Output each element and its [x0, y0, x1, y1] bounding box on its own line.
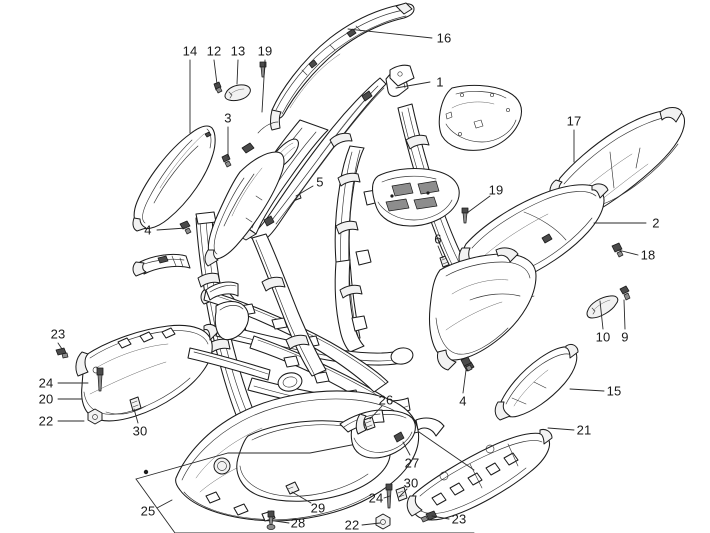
callout-number-20: 20: [38, 391, 54, 407]
leader-line-18: [617, 249, 639, 256]
part-24a-stud: [96, 367, 104, 392]
callout-number-23: 23: [451, 511, 467, 527]
callout-number-23: 23: [50, 326, 66, 342]
leader-line-25: [156, 499, 173, 509]
leader-line-10: [599, 300, 604, 330]
callout-number-29: 29: [310, 500, 326, 516]
callout-number-13: 13: [230, 43, 246, 59]
leader-line-27: [402, 441, 411, 456]
callout-number-30: 30: [132, 423, 148, 439]
leader-lines: [57, 28, 647, 526]
leader-line-24: [383, 495, 391, 499]
part-9-screw: [619, 285, 631, 301]
callout-number-27: 27: [404, 455, 420, 471]
part-18-screw: [611, 242, 624, 258]
leader-line-19: [261, 59, 266, 113]
callout-number-17: 17: [566, 113, 582, 129]
leader-line-30: [133, 408, 139, 424]
part-30a-clip: [129, 396, 142, 412]
callout-number-5: 5: [316, 174, 324, 190]
leader-line-12: [213, 59, 218, 85]
leader-line-5: [295, 185, 314, 197]
part-13-clip-pad: [224, 84, 251, 102]
part-14-left-upper-cover: [132, 125, 216, 232]
frame-center-tubes: [334, 145, 380, 353]
callout-number-14: 14: [182, 43, 198, 59]
part-3-screw: [221, 153, 232, 168]
part-23a-screw: [55, 347, 69, 359]
part-29-clip: [285, 481, 300, 495]
leader-line-30: [398, 488, 408, 498]
part-23b-screw: [420, 510, 438, 523]
callout-number-22: 22: [344, 517, 360, 533]
part-26-bracket: [363, 416, 376, 431]
leader-line-4: [156, 227, 187, 231]
frame-center-stays: [251, 233, 327, 377]
left-inner-cover: [204, 151, 285, 267]
callout-number-4: 4: [144, 222, 152, 238]
part-4a-screw: [179, 220, 192, 235]
part-12-screw: [213, 81, 223, 94]
callout-number-1: 1: [436, 74, 444, 90]
part-24b-stud: [385, 483, 393, 509]
part-28-screw: [266, 510, 276, 530]
callout-number-18: 18: [640, 247, 656, 263]
callout-number-10: 10: [595, 329, 611, 345]
callout-number-19: 19: [488, 182, 504, 198]
callout-number-25: 25: [140, 503, 156, 519]
callout-number-15: 15: [606, 383, 622, 399]
callout-number-19: 19: [257, 43, 273, 59]
callout-number-30: 30: [403, 475, 419, 491]
leader-line-13: [236, 59, 239, 85]
part-2-inner-shroud: [429, 247, 537, 372]
part-21-lower-right-trim: [406, 429, 553, 521]
callout-number-9: 9: [621, 329, 629, 345]
callout-number-26: 26: [378, 392, 394, 408]
leader-line-15: [569, 388, 605, 392]
leader-line-6: [437, 245, 444, 259]
leader-line-9: [623, 299, 626, 330]
part-20-left-lower-panel: [75, 323, 219, 422]
callout-number-24: 24: [368, 490, 384, 506]
callout-number-22: 22: [38, 413, 54, 429]
part-16-grab-rail: [270, 2, 415, 131]
part-19b-screw: [461, 207, 469, 224]
part-10-clip-pad: [586, 295, 619, 319]
leader-line-26: [369, 405, 383, 420]
part-22b-nut: [375, 513, 391, 530]
callout-number-21: 21: [576, 422, 592, 438]
part-15-trim-strip: [494, 343, 579, 421]
callout-number-24: 24: [38, 375, 54, 391]
leader-line-23: [431, 515, 450, 520]
callout-number-28: 28: [290, 515, 306, 531]
leader-line-23: [57, 342, 63, 350]
leader-line-28: [274, 520, 290, 524]
part-4b-screw: [460, 356, 473, 372]
callout-number-16: 16: [436, 30, 452, 46]
leader-line-19: [466, 195, 491, 214]
left-inner-bracket: [205, 281, 250, 341]
leader-line-4: [462, 369, 467, 394]
callout-number-2: 2: [652, 215, 660, 231]
leader-line-21: [547, 427, 575, 431]
callout-number-4: 4: [459, 393, 467, 409]
leader-line-29: [291, 491, 312, 504]
frame-left-bracket: [132, 253, 191, 277]
callout-number-6: 6: [434, 231, 442, 247]
leader-line-22: [361, 522, 381, 526]
callout-number-3: 3: [224, 110, 232, 126]
leader-line-16: [347, 28, 433, 39]
callout-number-12: 12: [206, 43, 222, 59]
leader-line-1: [395, 81, 431, 89]
part-22a-nut: [87, 408, 103, 425]
frame-center-plate: [371, 84, 523, 227]
